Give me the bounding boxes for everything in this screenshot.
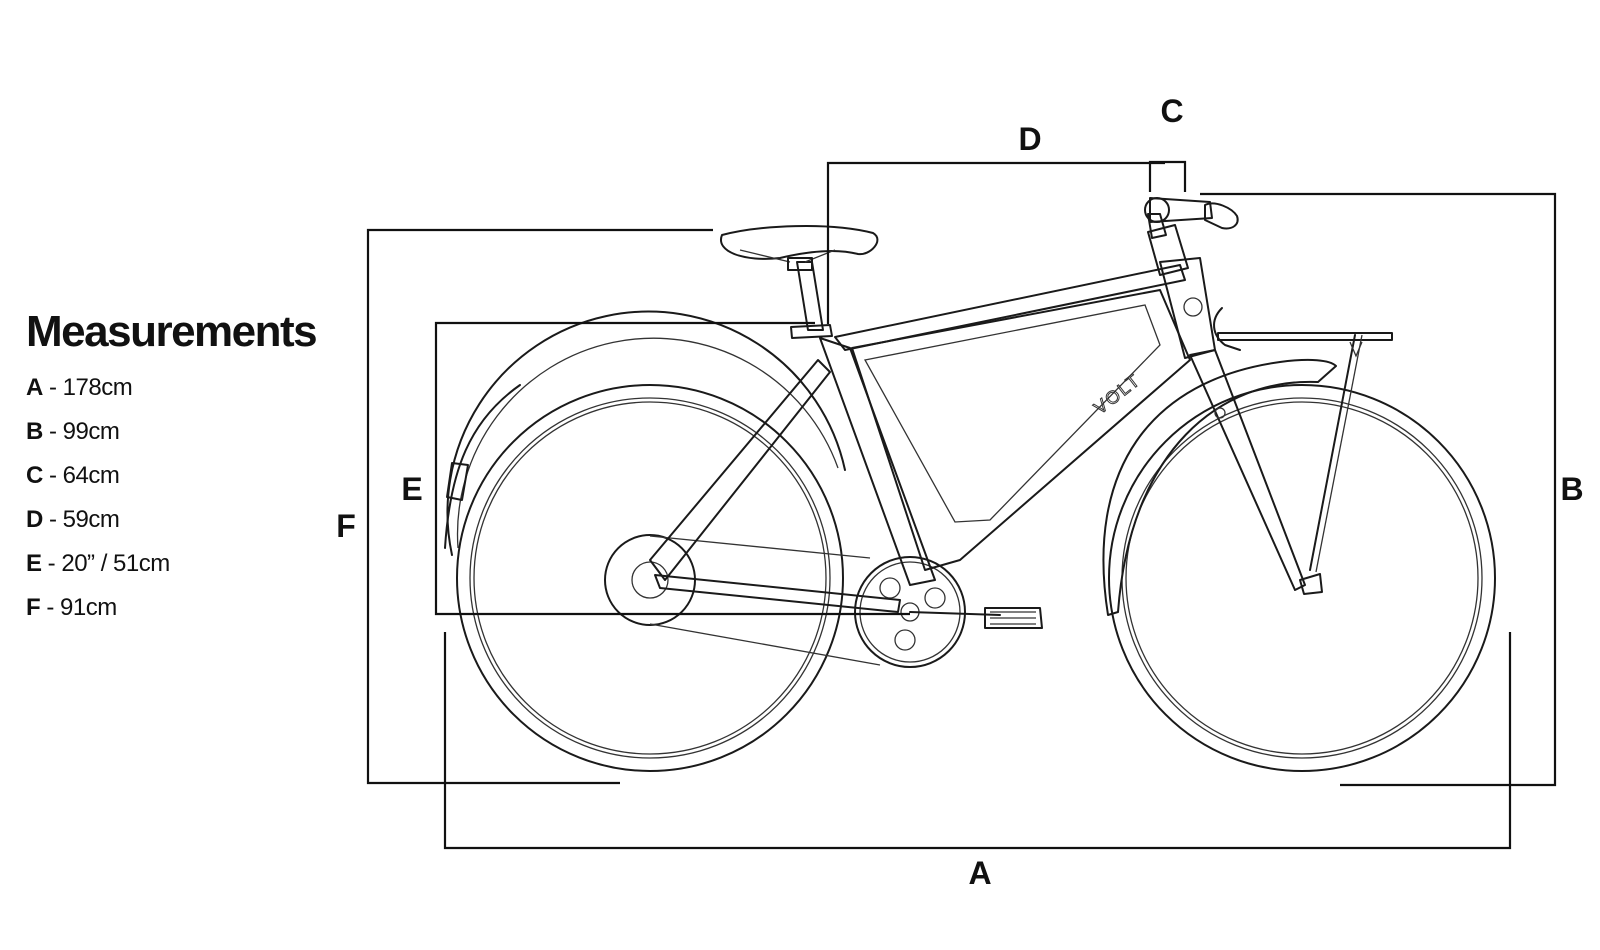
dimension-a-label: A bbox=[968, 855, 991, 891]
legend-title: Measurements bbox=[26, 307, 318, 356]
dimension-lines bbox=[366, 160, 1557, 850]
measurement-value: - 20” / 51cm bbox=[41, 550, 171, 578]
measurement-e: E - 20” / 51cm bbox=[26, 542, 316, 586]
front-wheel bbox=[1102, 358, 1496, 772]
measurement-value: - 64cm bbox=[42, 462, 120, 490]
dimension-a-line bbox=[443, 632, 1512, 850]
measurement-value: - 59cm bbox=[42, 506, 120, 534]
measurement-key: D bbox=[26, 506, 43, 534]
measurement-list: A - 178cm B - 99cm C - 64cm D - 59cm E -… bbox=[26, 366, 316, 630]
measurement-value: - 178cm bbox=[42, 374, 133, 402]
handlebar bbox=[1144, 197, 1239, 276]
front-rack bbox=[1213, 307, 1393, 595]
rear-fender bbox=[444, 384, 521, 549]
dimension-d-line bbox=[826, 161, 1165, 324]
chainring bbox=[854, 556, 1043, 668]
measurement-key: F bbox=[26, 594, 41, 622]
measurement-value: - 91cm bbox=[40, 594, 117, 622]
rear-wheel bbox=[446, 310, 846, 772]
dimension-c-line bbox=[1148, 160, 1187, 192]
measurement-key: E bbox=[26, 550, 42, 578]
rear-light bbox=[446, 462, 469, 501]
measurement-f: F - 91cm bbox=[26, 586, 316, 630]
measurement-key: A bbox=[26, 374, 43, 402]
dimension-b-label: B bbox=[1560, 471, 1583, 507]
dimension-f-line bbox=[366, 228, 713, 785]
saddle bbox=[719, 225, 879, 339]
measurements-legend: Measurements A - 178cm B - 99cm C - 64cm… bbox=[26, 307, 318, 630]
dimension-d-label: D bbox=[1018, 121, 1041, 157]
pedal bbox=[984, 607, 1043, 629]
dimension-e-label: E bbox=[401, 471, 422, 507]
headlight bbox=[1183, 297, 1203, 317]
measurement-key: B bbox=[26, 418, 43, 446]
dimension-b-line bbox=[1200, 192, 1557, 787]
frame bbox=[649, 257, 1306, 613]
brand-logo: VOLT bbox=[1090, 369, 1145, 418]
rear-hub bbox=[604, 534, 696, 626]
measurement-d: D - 59cm bbox=[26, 498, 316, 542]
bicycle-drawing: VOLT bbox=[444, 197, 1496, 772]
measurement-key: C bbox=[26, 462, 43, 490]
measurement-b: B - 99cm bbox=[26, 410, 316, 454]
measurement-a: A - 178cm bbox=[26, 366, 316, 410]
dimension-c-label: C bbox=[1160, 93, 1183, 129]
dimension-e-line bbox=[434, 321, 910, 616]
dimension-labels: A B C D E F bbox=[336, 93, 1583, 891]
measurement-c: C - 64cm bbox=[26, 454, 316, 498]
measurement-value: - 99cm bbox=[42, 418, 120, 446]
dimension-f-label: F bbox=[336, 508, 356, 544]
